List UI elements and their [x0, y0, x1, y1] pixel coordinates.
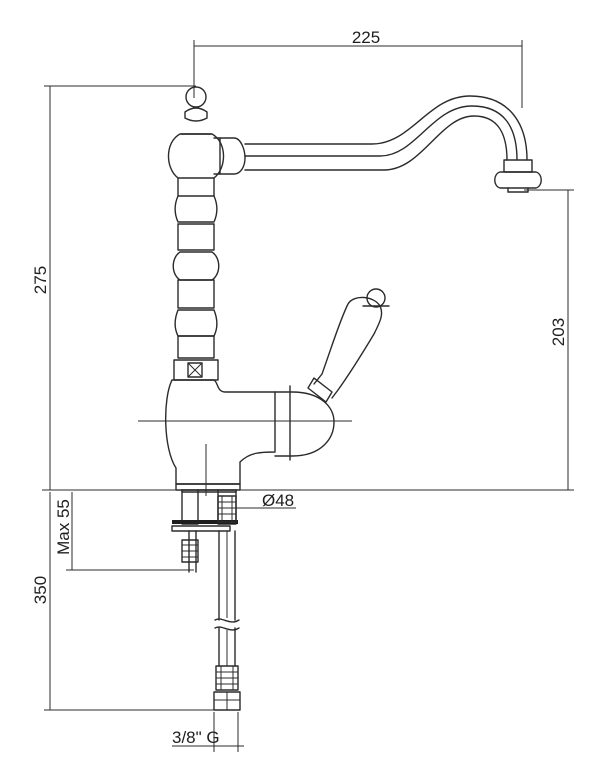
- dim-label-350: 350: [31, 576, 50, 604]
- top-knob: [185, 86, 207, 108]
- lever-handle: [313, 296, 383, 399]
- dim-label-thread: 3/8" G: [172, 728, 220, 747]
- column-ball: [167, 133, 225, 179]
- aerator: [503, 159, 533, 173]
- spout: [213, 95, 542, 193]
- lever-knob: [366, 288, 386, 308]
- dimension-max-55: Max 55: [54, 492, 194, 571]
- dimension-225: 225: [193, 28, 523, 108]
- dim-label-203: 203: [549, 318, 568, 346]
- hose-nut: [213, 691, 241, 711]
- fixing-washer: [172, 520, 238, 524]
- flexible-hose: [213, 495, 241, 711]
- dim-label-275: 275: [31, 266, 50, 294]
- dimension-diameter-48: Ø48: [228, 491, 296, 510]
- handle-hub: [274, 391, 335, 457]
- under-deck-fixing: [171, 483, 241, 573]
- dimension-thread: 3/8" G: [172, 712, 244, 752]
- dimension-275: 275: [31, 85, 196, 490]
- faucet-base-body: [138, 288, 390, 496]
- dim-label-max-55: Max 55: [54, 499, 73, 555]
- dim-label-225: 225: [352, 28, 380, 47]
- dimension-203: 203: [524, 189, 574, 490]
- dimension-350: 350: [31, 492, 214, 711]
- faucet-column: [167, 86, 225, 381]
- dim-label-diameter: Ø48: [262, 491, 294, 510]
